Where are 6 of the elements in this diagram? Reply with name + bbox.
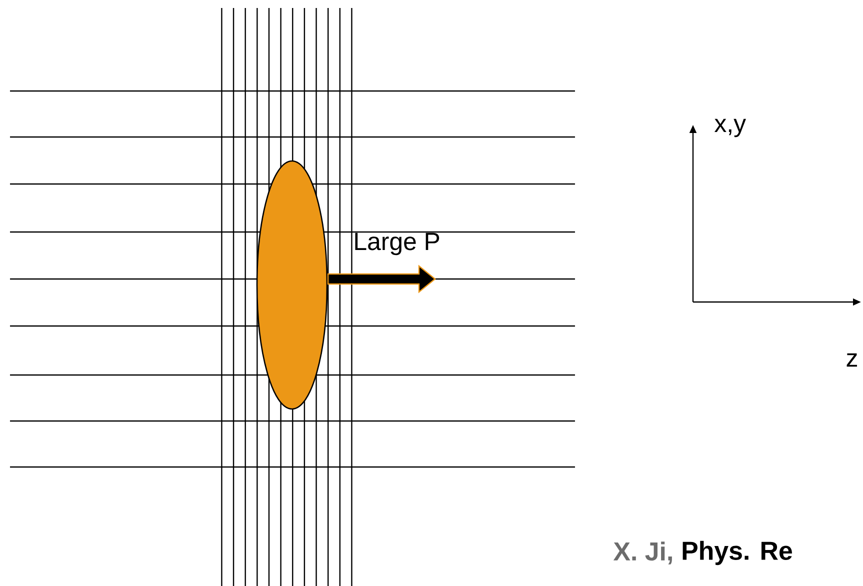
text-label: Large P	[355, 232, 440, 256]
axis-label: x,y	[714, 118, 746, 138]
citation-journal: Phys. Re	[682, 540, 792, 566]
citation-author: X. Ji,	[613, 542, 672, 564]
hadron-ellipse	[256, 160, 328, 410]
axis-label: z	[846, 353, 857, 367]
